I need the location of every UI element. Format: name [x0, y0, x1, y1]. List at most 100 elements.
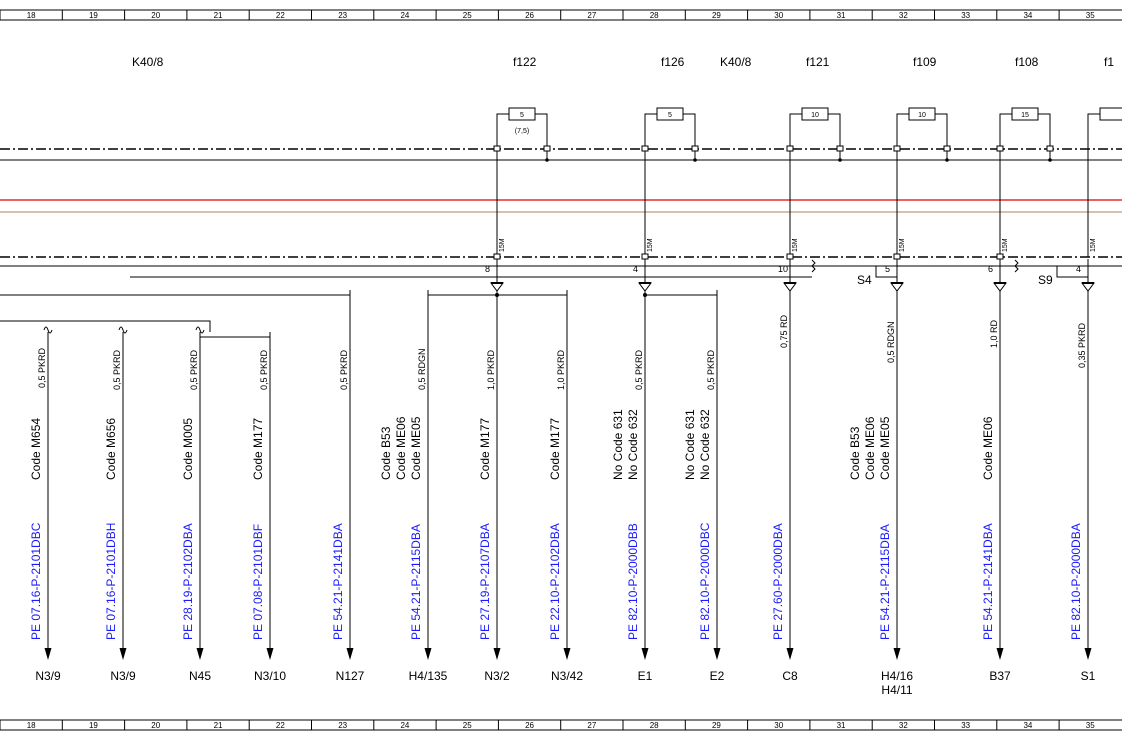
option-code: Code M177: [548, 418, 562, 480]
terminal: [943, 145, 951, 152]
document-reference: PE 07.08-P-2101DBF: [251, 524, 265, 640]
arrow-head: [563, 648, 571, 660]
option-code: No Code 631: [683, 409, 697, 480]
terminal: [543, 145, 551, 152]
option-code: No Code 631: [611, 409, 625, 480]
connector-label: 15M: [1002, 238, 1009, 252]
option-code: No Code 632: [626, 409, 640, 480]
arrow-head: [346, 648, 354, 660]
destination-label: S1: [1081, 669, 1096, 683]
k40-label-right: K40/8: [720, 55, 752, 69]
destination-label: N3/9: [110, 669, 136, 683]
grid-number: 33: [961, 721, 970, 730]
fuse-label-f121: f121: [806, 55, 830, 69]
arrow-head: [713, 648, 721, 660]
break-mark: [118, 326, 128, 334]
terminal: [786, 145, 794, 152]
document-reference: PE 54.21-P-2115DBA: [878, 524, 892, 640]
splice-label-s9: S9: [1038, 273, 1053, 287]
option-code: Code M177: [251, 418, 265, 480]
option-code: Code ME05: [878, 416, 892, 480]
option-code: Code M654: [29, 418, 43, 480]
option-code: Code ME06: [981, 416, 995, 480]
arrow-head: [266, 648, 274, 660]
wire-spec: 0,35 PKRD: [1077, 322, 1087, 368]
option-code: Code B53: [379, 426, 393, 480]
wire-spec: 0,5 RDGN: [886, 321, 896, 363]
fuse-lead: [683, 113, 696, 160]
pin-number: 5: [885, 264, 890, 274]
break-mark: [195, 326, 205, 334]
grid-number: 33: [961, 11, 970, 20]
connector-label: 15M: [499, 238, 506, 252]
fuse-note: (7,5): [515, 128, 529, 135]
grid-number: 32: [899, 721, 908, 730]
arrow-head: [493, 648, 501, 660]
document-reference: PE 22.10-P-2102DBA: [548, 523, 562, 640]
grid-number: 22: [276, 11, 285, 20]
grid-number: 23: [338, 721, 347, 730]
fuse-lead: [789, 113, 802, 257]
grid-number: 31: [837, 11, 846, 20]
fuse-rating: 10: [918, 112, 926, 119]
fuse-label-f122: f122: [513, 55, 537, 69]
grid-number: 30: [774, 11, 783, 20]
arrow-head: [786, 648, 794, 660]
wire-spec: 0,5 PKRD: [706, 349, 716, 390]
grid-number: 32: [899, 11, 908, 20]
document-reference: PE 28.19-P-2102DBA: [181, 523, 195, 640]
splice-feed-s9: [1056, 266, 1088, 278]
fuse-lead: [1038, 113, 1051, 160]
grid-number: 25: [463, 11, 472, 20]
branch-14: 0,35 PKRD PE 82.10-P-2000DBA S1: [1069, 290, 1096, 683]
document-reference: PE 27.19-P-2107DBA: [478, 523, 492, 640]
fuse-label-f108: f108: [1015, 55, 1039, 69]
destination-label: N3/42: [551, 669, 583, 683]
terminal: [641, 253, 649, 260]
fuse-label-f109: f109: [913, 55, 937, 69]
destination-label: N3/10: [254, 669, 286, 683]
junction-dot: [945, 158, 949, 162]
grid-number: 35: [1086, 11, 1095, 20]
fuse-label-f126: f126: [661, 55, 685, 69]
wire-spec: 0,5 PKRD: [339, 349, 349, 390]
destination-label: E2: [710, 669, 725, 683]
grid-number: 30: [774, 721, 783, 730]
grid-number: 23: [338, 11, 347, 20]
grid-number: 24: [400, 11, 409, 20]
fuse-lead: [496, 113, 509, 257]
ground-arrow: [638, 282, 652, 292]
ground-arrow: [993, 282, 1007, 292]
destination-label: H4/11: [881, 683, 912, 697]
shield-break: [1014, 259, 1019, 273]
fuse-lead: [999, 113, 1012, 257]
option-code: No Code 632: [698, 409, 712, 480]
wire-spec: 0,5 PKRD: [112, 349, 122, 390]
connector-label: 15M: [899, 238, 906, 252]
fuse-lead: [535, 113, 548, 160]
destination-label: H4/16: [881, 669, 913, 683]
wire-spec: 1,0 PKRD: [556, 349, 566, 390]
grid-number: 18: [27, 11, 36, 20]
arrow-head: [996, 648, 1004, 660]
fuse-rating: 5: [668, 112, 672, 119]
terminal: [691, 145, 699, 152]
pin-number: 4: [1076, 264, 1081, 274]
document-reference: PE 82.10-P-2000DBA: [1069, 523, 1083, 640]
document-reference: PE 54.21-P-2115DBA: [409, 524, 423, 640]
grid-number: 28: [650, 11, 659, 20]
grid-number: 19: [89, 721, 98, 730]
ground-arrow: [890, 282, 904, 292]
option-code: Code B53: [848, 426, 862, 480]
wire-spec: 1,0 PKRD: [486, 349, 496, 390]
grid-number: 29: [712, 721, 721, 730]
